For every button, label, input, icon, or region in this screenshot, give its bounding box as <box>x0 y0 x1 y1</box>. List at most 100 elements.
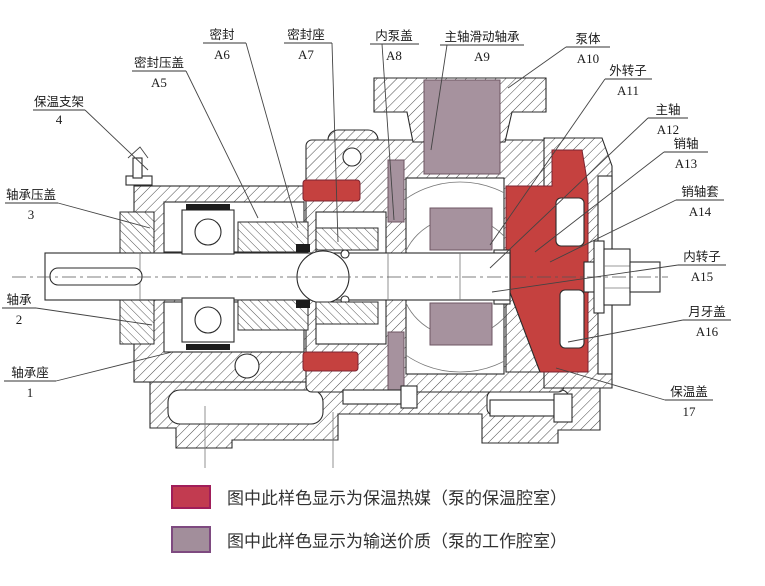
legend-label-insulation: 图中此样色显示为保温热媒（泵的保温腔室） <box>227 489 567 508</box>
leader-line <box>489 117 649 269</box>
callout-code: A8 <box>386 48 402 63</box>
callout-code: A14 <box>689 204 712 219</box>
callout-A7: 密封座 A7 <box>284 27 339 243</box>
medium-strip-upper <box>387 159 405 223</box>
callouts: 保温支架 4 密封压盖 A5 密封 A6 密封座 A7 内泵盖 A8 <box>2 27 731 419</box>
leader-line <box>549 199 677 263</box>
callout-code: 3 <box>28 207 35 222</box>
leader-line <box>55 351 173 382</box>
outer-rotor-lower <box>429 302 493 346</box>
callout-4: 保温支架 4 <box>33 95 149 171</box>
leader-line <box>567 319 684 343</box>
callout-name: 轴承压盖 <box>6 187 56 202</box>
seal-lip-upper <box>296 244 310 252</box>
callout-A6: 密封 A6 <box>203 27 299 229</box>
shaft-keyway <box>49 267 143 286</box>
callout-name: 密封压盖 <box>134 55 184 70</box>
callout-code: A10 <box>577 51 599 66</box>
callout-code: A12 <box>657 122 679 137</box>
leader-line <box>491 264 679 293</box>
callout-A12: 主轴 A12 <box>489 102 688 269</box>
leader-line <box>534 151 665 253</box>
legend: 图中此样色显示为保温热媒（泵的保温腔室） 图中此样色显示为输送价质（泵的工作腔室… <box>171 485 567 553</box>
callout-name: 密封 <box>209 27 234 42</box>
base-bolts <box>342 385 573 423</box>
callout-2: 轴承 2 <box>2 292 153 327</box>
callout-3: 轴承压盖 3 <box>5 187 151 229</box>
bearings-and-seals <box>181 204 379 350</box>
main-shaft <box>44 252 511 301</box>
callout-name: 保温盖 <box>670 385 708 399</box>
legend-swatch-insulation <box>171 485 211 509</box>
seal-lip-lower <box>296 300 310 308</box>
callout-code: 4 <box>56 112 63 127</box>
legend-swatch-medium <box>171 526 211 553</box>
coupling-bolt-top <box>340 249 350 259</box>
callout-code: A16 <box>696 324 719 339</box>
callout-name: 内转子 <box>683 249 721 264</box>
rotor-arc-outer <box>406 181 504 373</box>
insulation-bracket <box>127 146 149 159</box>
callout-code: A11 <box>617 83 639 98</box>
callout-A9: 主轴滑动轴承 A9 <box>430 29 524 151</box>
callout-A13: 销轴 A13 <box>534 136 708 253</box>
medium-strip-lower <box>387 331 405 391</box>
callout-name: 内泵盖 <box>375 29 413 43</box>
base-bolt-right-shank <box>489 399 555 417</box>
crescent-cover-inset <box>555 197 585 247</box>
callout-name: 泵体 <box>575 32 601 46</box>
leader-line <box>555 367 666 401</box>
leader-line <box>430 44 448 151</box>
callout-A5: 密封压盖 A5 <box>132 55 259 219</box>
callout-A14: 销轴套 A14 <box>549 184 724 263</box>
base-cavity-left <box>167 389 324 425</box>
insulation-pocket-lower <box>302 351 359 372</box>
bracket-bolt-shank <box>132 157 143 179</box>
callout-name: 主轴滑动轴承 <box>444 29 520 44</box>
outer-rotor-upper <box>429 207 493 251</box>
callout-A10: 泵体 A10 <box>507 32 610 89</box>
callout-code: A6 <box>214 47 230 62</box>
top-flange <box>373 77 547 175</box>
callout-A11: 外转子 A11 <box>489 63 652 246</box>
callout-name: 销轴套 <box>681 184 719 199</box>
rotor-set <box>296 207 493 346</box>
callout-name: 密封座 <box>287 27 325 42</box>
leader-line <box>331 42 339 243</box>
lug-bolt-hole <box>342 147 362 167</box>
callout-code: A13 <box>675 156 697 171</box>
callout-code: 17 <box>683 404 697 419</box>
housing-drain-hole <box>234 353 260 379</box>
insulation-pocket-upper <box>302 179 361 202</box>
mech-seal-lower <box>315 301 379 325</box>
cover-wedge-section <box>505 281 541 373</box>
callout-A8: 内泵盖 A8 <box>370 29 419 221</box>
callout-code: 2 <box>16 312 23 327</box>
callout-1: 轴承座 1 <box>4 351 173 400</box>
leader-line <box>245 42 299 229</box>
base-bolt-right-head <box>553 393 573 423</box>
leader-line <box>35 307 153 326</box>
callout-code: A9 <box>474 49 490 64</box>
base-bolt-left-head <box>400 385 418 409</box>
callout-name: 外转子 <box>609 63 647 78</box>
callout-A16: 月牙盖 A16 <box>567 305 731 343</box>
callout-name: 轴承座 <box>11 365 49 380</box>
callout-code: A5 <box>151 75 167 90</box>
callout-code: A15 <box>691 269 713 284</box>
callout-name: 月牙盖 <box>688 305 726 319</box>
leader-line <box>507 46 567 89</box>
suction-port-medium <box>423 79 501 175</box>
callout-A15: 内转子 A15 <box>491 249 726 293</box>
legend-label-medium: 图中此样色显示为输送价质（泵的工作腔室） <box>227 532 567 551</box>
callout-code: 1 <box>27 385 34 400</box>
base-bolt-left-shank <box>342 389 402 405</box>
bearing-ball-bottom <box>194 306 222 334</box>
leader-line <box>84 109 149 171</box>
right-cover <box>493 137 613 389</box>
callout-name: 轴承 <box>6 292 32 307</box>
mech-seal-upper <box>315 227 379 251</box>
leader-line <box>489 78 606 246</box>
